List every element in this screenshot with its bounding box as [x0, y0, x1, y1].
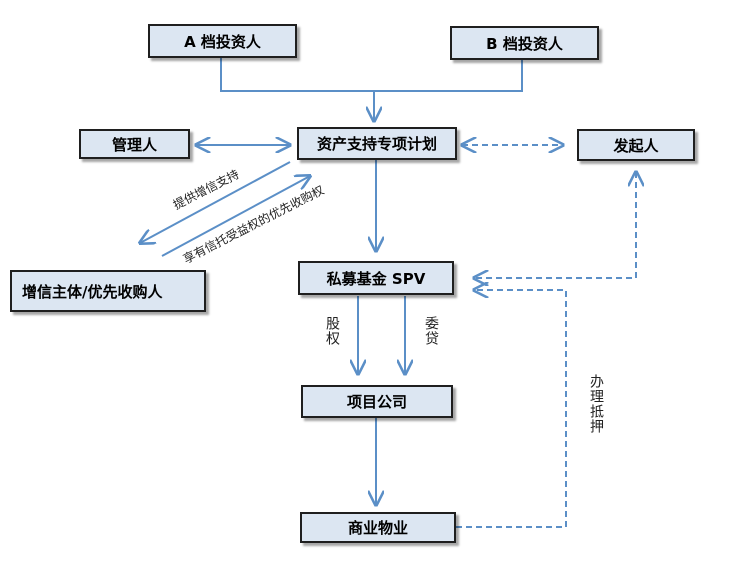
arrow-sponsor-spv: [474, 172, 636, 278]
node-credit-entity: 增信主体/优先收购人: [10, 270, 206, 312]
node-sponsor: 发起人: [577, 129, 695, 161]
arrow-credit-support: [140, 161, 291, 243]
arrow-mortgage: [456, 290, 567, 528]
node-commercial-property: 商业物业: [300, 512, 456, 543]
node-investor-b: B 档投资人: [450, 26, 599, 60]
node-credit-entity-label: 增信主体/优先收购人: [22, 282, 163, 301]
connector-investor-b: [374, 60, 523, 92]
node-spv: 私募基金 SPV: [298, 261, 454, 295]
node-manager-label: 管理人: [111, 135, 157, 154]
node-spv-label: 私募基金 SPV: [326, 269, 426, 288]
node-commercial-property-label: 商业物业: [347, 519, 408, 537]
node-project-company: 项目公司: [301, 385, 453, 418]
node-sponsor-label: 发起人: [613, 136, 659, 155]
node-asset-plan: 资产支持专项计划: [297, 127, 457, 160]
node-investor-a-label: A 档投资人: [184, 32, 261, 51]
node-project-company-label: 项目公司: [346, 393, 407, 411]
node-investor-b-label: B 档投资人: [486, 34, 563, 53]
label-mortgage: 办理抵押: [588, 374, 604, 434]
node-manager: 管理人: [79, 129, 190, 159]
label-entrusted-loan: 委贷: [423, 316, 439, 346]
node-investor-a: A 档投资人: [148, 24, 297, 58]
connector-investor-a: [220, 58, 374, 92]
arrow-priority-purchase: [161, 176, 310, 257]
label-equity: 股权: [324, 316, 340, 346]
node-asset-plan-label: 资产支持专项计划: [316, 135, 437, 153]
